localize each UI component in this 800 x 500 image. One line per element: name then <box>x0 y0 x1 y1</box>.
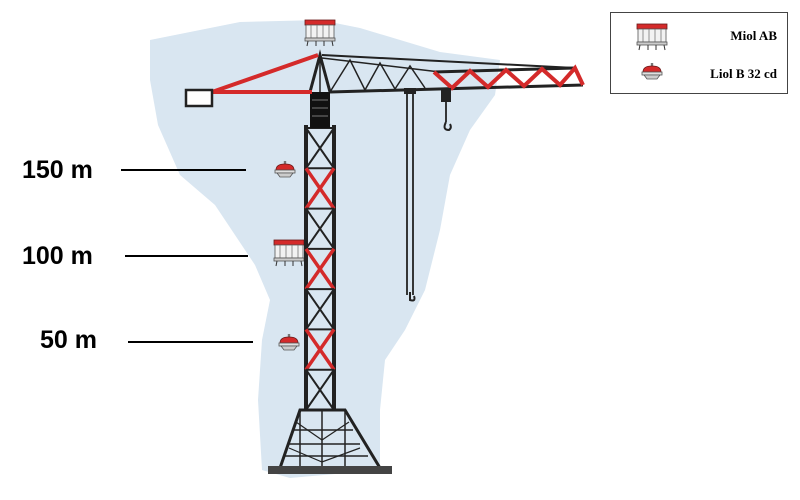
mast-brace <box>304 167 336 210</box>
legend-item-liol-b-32-cd: Liol B 32 cd <box>611 57 787 91</box>
mast-brace <box>305 369 335 411</box>
legend-label: Miol AB <box>730 28 777 43</box>
height-label-50: 50 m <box>40 326 97 354</box>
obstruction-light-small-icon <box>641 62 663 80</box>
tower-crane <box>184 19 585 474</box>
crane-mast <box>304 125 336 411</box>
legend: Miol AB Liol B 32 cd <box>610 12 788 94</box>
legend-item-miol-ab: Miol AB <box>611 19 787 53</box>
mast-brace <box>304 328 336 371</box>
crane-hook <box>404 88 452 302</box>
crane-base <box>268 408 392 474</box>
mast-brace <box>305 208 335 250</box>
mast-brace <box>304 247 336 291</box>
legend-label: Liol B 32 cd <box>710 66 777 81</box>
mast-brace <box>305 127 335 169</box>
obstruction-light-large-icon <box>636 23 668 51</box>
height-label-100: 100 m <box>22 242 93 270</box>
height-label-150: 150 m <box>22 156 93 184</box>
crane-cab <box>308 49 332 128</box>
counter-jib <box>184 53 319 108</box>
main-jib <box>321 54 585 94</box>
mast-brace <box>305 288 335 330</box>
